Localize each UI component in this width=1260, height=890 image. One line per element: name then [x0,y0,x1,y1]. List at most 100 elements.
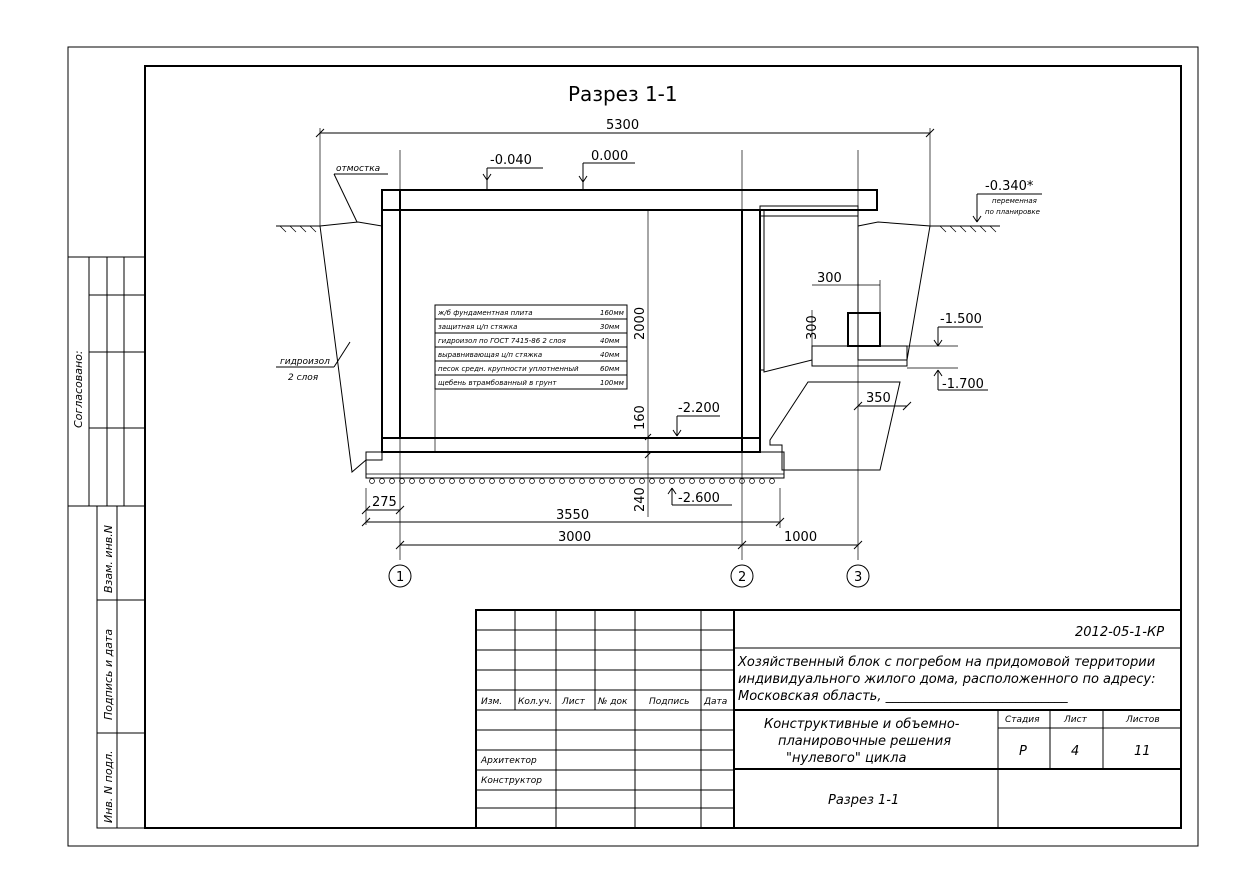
stamp-role-constr: Конструктор [481,776,542,786]
level-m1500: -1.500 [907,312,983,347]
layer-6-name: щебень втрамбованный в грунт [438,379,557,387]
outer-frame [67,46,1199,847]
stamp-col-sheets: Листов [1125,715,1160,725]
side-inv-orig: Инв. N подл. [102,750,115,823]
layer-5-name: песок средн. крупности уплотненный [438,365,579,373]
note-variable-2: по планировке [985,208,1040,216]
axis-2-label: 2 [738,570,746,585]
stamp-role-arch: Архитектор [480,756,537,766]
stamp-hdr-sign: Подпись [649,697,689,707]
dim-2000-text: 2000 [633,307,648,340]
stamp-section-1: Конструктивные и объемно- [764,717,960,732]
backfill-right [857,221,931,361]
backfill-left [319,221,383,473]
stamp-col-sheet: Лист [1063,715,1088,725]
floor-slab [381,437,761,453]
note-hydro-2: 2 слоя [288,373,319,383]
layer-2-value: 30мм [600,323,620,331]
level-m2600: -2.600 [667,487,732,506]
level-m0340-text: -0.340* [985,179,1034,194]
dim-left-offset: 275 [361,488,405,525]
drain-pit [847,312,881,347]
level-m2600-text: -2.600 [678,491,720,506]
stamp-hdr-kol: Кол.уч. [518,697,552,707]
wall-left [381,189,401,439]
layers-table: ж/б фундаментная плита 160мм защитная ц/… [434,304,628,452]
dim-step: 350 [853,391,912,411]
level-m1500-text: -1.500 [940,312,982,327]
gravel-circles [369,478,775,484]
level-m2200-text: -2.200 [678,401,720,416]
level-m1700: -1.700 [907,367,988,392]
dim-axis-1-2: 3000 [395,530,747,550]
dim-left-offset-text: 275 [372,495,397,510]
dim-room-width-text: 3550 [556,508,589,523]
side-sign-date: Подпись и дата [102,629,115,720]
side-inv-replace: Взам. инв.N [102,525,115,593]
dim-overall-text: 5300 [606,118,639,133]
stamp-hdr-izm: Изм. [481,697,502,707]
note-otmostka: отмостка [333,164,388,223]
stamp-hdr-doc: № док [597,697,628,707]
backfill-right-lower [769,381,901,471]
stamp-project-2: индивидуального жилого дома, расположенн… [738,672,1155,687]
dim-overall: 5300 [315,118,935,226]
side-agreed: Согласовано: [72,350,85,428]
dim-axis-1-2-text: 3000 [558,530,591,545]
stamp-sheets: 11 [1134,744,1151,759]
drawing-title: Разрез 1-1 [568,82,678,106]
roof-slab [381,189,878,211]
dim-drain-w-text: 300 [817,271,842,286]
layer-6-value: 100мм [600,379,625,387]
pit-bottom-layer [811,345,908,367]
note-hydro-1: гидроизол [280,357,330,367]
dim-160-text: 160 [633,405,648,430]
axis-1-label: 1 [396,570,404,585]
layer-5-value: 60мм [600,365,620,373]
stamp-sheet: 4 [1071,744,1079,759]
dim-room-width: 3550 [361,488,785,528]
note-variable-1: переменная [992,197,1037,205]
layer-3-name: гидроизол по ГОСТ 7415-86 2 слоя [438,337,566,345]
level-m2200: -2.200 [672,401,720,437]
level-m0040: -0.040 [482,153,543,190]
dim-axis-2-3: 1000 [742,530,863,550]
level-m0340: -0.340* [972,179,1042,223]
dim-vertical: 2000 160 240 [633,307,652,512]
stamp-hdr-date: Дата [703,697,727,707]
note-hydro: гидроизол 2 слоя [276,341,351,383]
note-otmostka-text: отмостка [336,164,380,174]
level-m1700-text: -1.700 [942,377,984,392]
section-drawing: ж/б фундаментная плита 160мм защитная ц/… [276,118,1042,588]
axis-marker-3: 3 [846,564,870,588]
stamp-hdr-list: Лист [561,697,586,707]
title-block: 2012-05-1-КР Хозяйственный блок с погреб… [475,609,1182,829]
layer-1-name: ж/б фундаментная плита [437,309,533,317]
layer-4-value: 40мм [600,351,620,359]
stamp-project-3: Московская область, ____________________… [738,689,1068,704]
axis-3-label: 3 [854,570,862,585]
layer-1-value: 160мм [600,309,625,317]
side-strip: Согласовано: Взам. инв.N Подпись и дата … [67,256,146,829]
axis-marker-1: 1 [388,564,412,588]
level-0000-text: 0.000 [591,149,628,164]
dim-drain: 300 300 [805,271,881,346]
layer-4-name: выравнивающая ц/п стяжка [438,351,542,359]
level-m0040-text: -0.040 [490,153,532,168]
dim-axis-2-3-text: 1000 [784,530,817,545]
stamp-stage: Р [1019,744,1027,759]
dim-step-text: 350 [866,391,891,406]
wall-middle [741,209,761,453]
dim-240-text: 240 [633,487,648,512]
stamp-col-stage: Стадия [1005,715,1040,725]
layer-2-name: защитная ц/п стяжка [438,323,517,331]
axis-marker-2: 2 [730,564,754,588]
chamber-fill [763,215,859,373]
level-0000: 0.000 [578,149,635,190]
stamp-section-2: планировочные решения [778,734,951,749]
dim-drain-h-text: 300 [805,315,820,340]
layer-3-value: 40мм [600,337,620,345]
stamp-project-1: Хозяйственный блок с погребом на придомо… [737,655,1155,670]
stamp-code: 2012-05-1-КР [1075,625,1164,640]
